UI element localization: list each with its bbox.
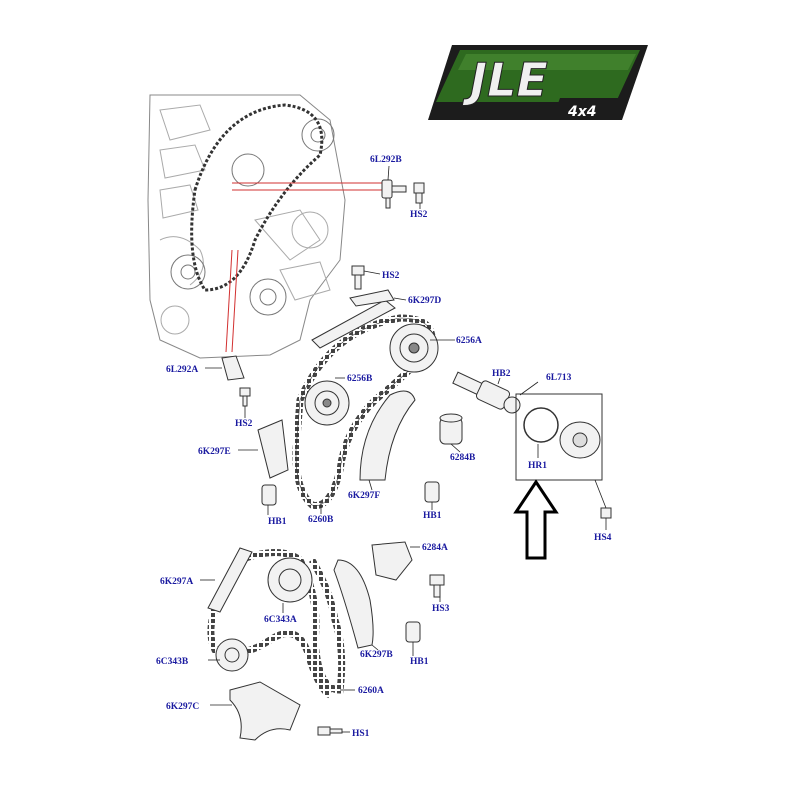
label-6C343A: 6C343A (264, 615, 297, 625)
part-6K297F (359, 390, 416, 481)
label-HS2-b: HS2 (382, 271, 400, 281)
bolt-hs4 (600, 507, 612, 519)
label-6K297A: 6K297A (160, 577, 193, 587)
part-6L292A (221, 355, 245, 381)
label-6284B: 6284B (450, 453, 476, 463)
label-HB2: HB2 (492, 369, 511, 379)
label-6K297D: 6K297D (408, 296, 441, 306)
label-6L292B: 6L292B (370, 155, 402, 165)
label-HR1: HR1 (528, 461, 547, 471)
leader-lines (200, 165, 607, 733)
chain-6260B (292, 314, 436, 510)
sprocket-6C343B (215, 638, 249, 672)
sprocket-6C343A (267, 557, 313, 603)
part-6L713-box (515, 393, 603, 481)
label-HS2-a: HS2 (410, 210, 428, 220)
part-6K297A (207, 547, 253, 613)
label-HS1: HS1 (352, 729, 370, 739)
bolt-hb1-left (261, 484, 277, 506)
chain-6260A (207, 549, 346, 699)
part-6K297D (311, 289, 396, 349)
label-HS3: HS3 (432, 604, 450, 614)
part-6L292B (381, 179, 425, 209)
label-HS2-c: HS2 (235, 419, 253, 429)
label-6L292A: 6L292A (166, 365, 198, 375)
part-6K297B (333, 559, 374, 649)
part-6K297E (257, 419, 289, 479)
jle-logo: JLE 4x4 (428, 45, 648, 120)
logo-brand-text: JLE (462, 53, 548, 107)
bolt-hb1-mid (424, 481, 440, 503)
label-6L713: 6L713 (546, 373, 572, 383)
label-HB1-b: HB1 (268, 517, 287, 527)
part-6K297C (229, 681, 301, 741)
logo-sub-text: 4x4 (567, 104, 597, 120)
label-6K297C: 6K297C (166, 702, 199, 712)
label-6K297E: 6K297E (198, 447, 231, 457)
sprocket-6256B (304, 380, 350, 426)
label-6260A: 6260A (358, 686, 384, 696)
label-6256B: 6256B (347, 374, 373, 384)
bolt-hs2-upper (351, 265, 365, 290)
label-6260B: 6260B (308, 515, 334, 525)
engine-block-sketch (147, 94, 346, 359)
bolt-hs1 (317, 726, 343, 736)
red-reference-lines (225, 182, 388, 353)
label-6K297B: 6K297B (360, 650, 393, 660)
part-6284A (371, 541, 413, 581)
sprocket-6256A (389, 323, 439, 373)
up-arrow (513, 479, 559, 560)
bolt-hs2-lower (239, 387, 251, 407)
label-HB1-c: HB1 (410, 657, 429, 667)
bolt-hs3 (429, 574, 445, 598)
label-HB1-a: HB1 (423, 511, 442, 521)
label-6284A: 6284A (422, 543, 448, 553)
label-6256A: 6256A (456, 336, 482, 346)
label-6K297F: 6K297F (348, 491, 380, 501)
bolt-hb1-lower (405, 621, 421, 643)
part-6284B (439, 413, 463, 445)
label-HS4: HS4 (594, 533, 612, 543)
label-6C343B: 6C343B (156, 657, 189, 667)
